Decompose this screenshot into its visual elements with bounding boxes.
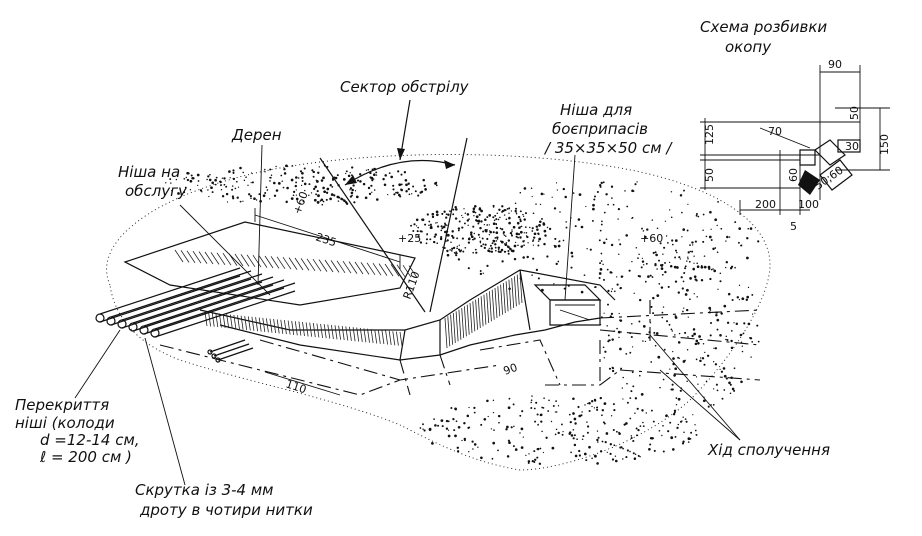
dim-70: 70 (768, 125, 782, 138)
dim-100: 100 (798, 198, 819, 211)
earth-mound-outline (106, 154, 771, 471)
dim-plus60-b: +60 (291, 190, 311, 216)
dim-plus25: +25 (398, 232, 421, 245)
label-ammo-niche-line1: Ніша для (560, 101, 632, 119)
label-crew-niche-line1: Ніша на (118, 163, 180, 181)
label-wire-twist: Скрутка із 3-4 мм дроту в чотири нитки (135, 481, 313, 519)
dim-90-main: 90 (502, 361, 520, 378)
label-crew-niche-line2: обслугу (125, 182, 188, 200)
layout-scheme (700, 65, 890, 215)
label-turf: Дерен (231, 126, 282, 144)
label-ammo-niche-line3: / 35×35×50 см / (543, 139, 673, 157)
label-ammo-niche-line2: боєприпасів (552, 120, 648, 138)
dim-50b: 50 (703, 168, 716, 182)
label-crew-niche: Ніша на обслугу (118, 163, 188, 200)
scheme-title: Схема розбивки окопу (700, 18, 827, 56)
dim-r110: R110 (401, 270, 423, 301)
label-niche-cover: Перекриття ніші (колоди d =12-14 см, ℓ =… (15, 396, 140, 466)
earth-stipple (162, 164, 760, 465)
underground-dashed-outline (159, 300, 761, 396)
dim-150: 150 (878, 134, 891, 155)
dim-50: 50 (848, 106, 861, 120)
dimension-235 (254, 208, 401, 269)
label-sector-of-fire: Сектор обстрілу (340, 78, 470, 96)
dim-110: 110 (284, 377, 308, 396)
dim-90: 90 (828, 58, 842, 71)
label-wire-twist-line2: дроту в чотири нитки (139, 501, 313, 519)
label-ammo-niche: Ніша для боєприпасів / 35×35×50 см / (543, 101, 673, 157)
label-wire-twist-line1: Скрутка із 3-4 мм (135, 481, 274, 499)
dimension-110 (264, 371, 341, 396)
leader-lines (74, 144, 741, 486)
scheme-dimensions: 90 50 70 125 30 150 50 60 200 100 5 50;6… (703, 58, 891, 233)
label-niche-cover-line2: ніші (колоди (15, 414, 115, 432)
scheme-title-line2: окопу (725, 38, 772, 56)
turf-slab (123, 221, 418, 306)
ammo-niche (533, 284, 602, 326)
dim-plus60: +60 (640, 232, 663, 245)
label-niche-cover-line4: ℓ = 200 см ) (39, 448, 132, 466)
cover-logs (95, 267, 296, 338)
dim-60: 60 (787, 168, 800, 182)
scheme-title-line1: Схема розбивки (700, 18, 827, 36)
dim-125: 125 (703, 124, 716, 145)
small-logs (207, 339, 254, 363)
dim-5: 5 (790, 220, 797, 233)
main-dimensions: 235 +25 +60 +60 R110 110 90 (284, 190, 663, 397)
dim-200: 200 (755, 198, 776, 211)
sector-of-fire (319, 99, 468, 313)
label-communication-trench: Хід сполучення (707, 441, 830, 459)
label-niche-cover-line1: Перекриття (15, 396, 109, 414)
label-niche-cover-line3: d =12-14 см, (40, 431, 140, 449)
dim-30: 30 (845, 140, 859, 153)
dim-235: 235 (314, 230, 338, 249)
